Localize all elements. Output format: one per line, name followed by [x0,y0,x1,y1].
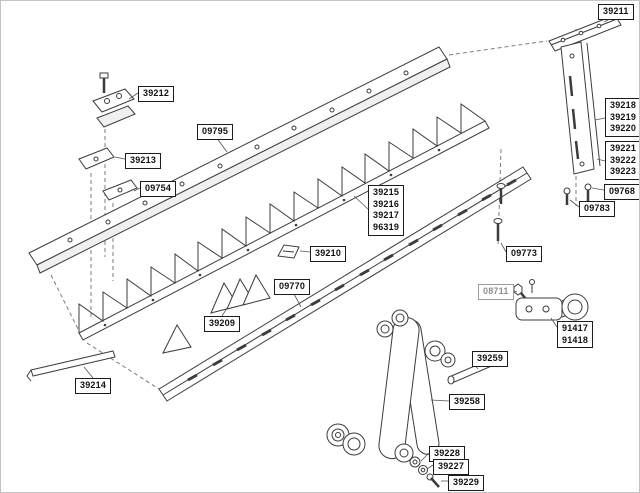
part-label-39213: 39213 [125,153,162,169]
part-number: 09795 [202,126,229,136]
bolt-39229 [426,473,440,488]
part-number: 09783 [584,203,611,213]
part-label-09754: 09754 [140,181,177,197]
part-number: 39216 [373,198,400,209]
knife-sections [162,273,271,354]
part-number: 39218 [610,100,637,110]
part-number: 39214 [80,380,107,390]
part-number: 91417 [562,323,589,333]
part-label-39209: 39209 [204,316,241,332]
bolts-09773 [493,183,506,241]
part-label-39214: 39214 [75,378,112,394]
part-number: 39212 [143,88,170,98]
sickle-knife-assembly [78,103,490,341]
part-label-09783: 09783 [579,201,616,217]
part-number: 09773 [511,248,538,258]
part-number: 39219 [610,111,637,122]
part-label-39211: 39211 [598,4,634,20]
part-number: 08711 [483,286,509,296]
knife-clip [277,244,300,259]
part-number: 39223 [610,166,637,177]
part-number: 39222 [610,154,637,165]
end-channel [548,14,622,52]
wedge-plate [78,147,115,170]
ball-bearings [326,423,366,456]
part-label-39229: 39229 [448,475,485,491]
part-number: 39259 [477,353,504,363]
part-label-39227: 39227 [433,459,470,475]
part-number: 39209 [209,318,236,328]
part-label-09795: 09795 [197,124,234,140]
lift-arm-assembly [376,309,456,463]
bolt-09783 [563,187,571,205]
part-number: 39228 [434,448,461,458]
head-bar [26,350,116,382]
part-number: 39211 [603,6,629,16]
cutter-bar-slots [187,178,517,382]
wear-plates [560,41,601,175]
hold-down-clip [92,72,136,128]
part-number: 39258 [454,396,481,406]
inner-shoe-bracket [515,279,589,321]
part-number: 39221 [610,143,637,153]
part-label-39210: 39210 [310,246,347,262]
part-label-09768: 09768 [604,184,639,200]
part-number: 39227 [438,461,465,471]
cutter-bar [158,166,532,402]
shim-plate [102,179,138,201]
part-label-39259: 39259 [472,351,509,367]
part-number: 96319 [373,222,400,233]
part-label-09770: 09770 [274,279,311,295]
part-label-08711: 08711 [478,284,514,300]
part-number: 39220 [610,123,637,134]
part-label-39258: 39258 [449,394,486,410]
part-number: 09770 [279,281,306,291]
backer-bar [28,46,451,274]
washer-39228 [409,456,421,468]
part-number: 09754 [145,183,172,193]
part-number: 39229 [453,477,480,487]
part-number: 39215 [373,187,400,197]
part-number: 39210 [315,248,342,258]
part-number: 39217 [373,210,400,221]
part-label-09773: 09773 [506,246,543,262]
part-label-39212: 39212 [138,86,175,102]
washer-39227 [418,465,428,475]
part-number: 09768 [609,186,636,196]
part-number: 39213 [130,155,157,165]
bolt-09768 [584,183,592,201]
part-number: 91418 [562,334,589,345]
